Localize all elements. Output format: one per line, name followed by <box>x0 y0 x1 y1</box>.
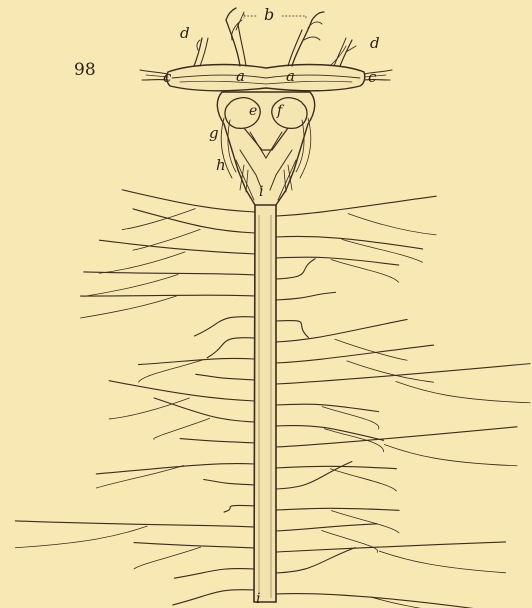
spinal-nerve <box>276 466 396 468</box>
spinal-nerve <box>276 345 434 363</box>
spinal-nerve <box>207 338 255 358</box>
spinal-nerve <box>331 511 399 533</box>
label-a-right: a <box>286 67 295 85</box>
spinal-nerve <box>109 398 189 419</box>
spinal-nerve <box>80 295 255 296</box>
spinal-nerve <box>139 360 203 382</box>
spinal-nerve <box>134 543 255 548</box>
label-e: e <box>249 103 257 119</box>
spinal-nerve <box>276 236 423 249</box>
spinal-nerve <box>154 398 255 422</box>
spinal-nerve <box>84 275 178 297</box>
spinal-nerve <box>379 551 505 573</box>
spinal-nerve <box>276 321 309 338</box>
brain-stem <box>217 92 314 205</box>
spinal-nerve <box>276 542 506 552</box>
label-c-right: c <box>368 68 377 86</box>
spinal-nerve <box>276 427 517 447</box>
spinal-nerve <box>194 317 255 336</box>
label-d-right: d <box>370 34 380 52</box>
spinal-nerve <box>396 382 530 403</box>
spinal-nerve <box>154 418 210 439</box>
label-i-top: i <box>259 184 263 200</box>
spinal-nerve <box>133 209 255 233</box>
label-a-left: a <box>236 67 245 85</box>
spinal-nerve <box>15 526 147 548</box>
d-nerves <box>194 38 356 66</box>
spinal-nerve <box>109 381 255 401</box>
spinal-nerve <box>173 590 255 605</box>
spinal-nerve <box>196 374 255 380</box>
spinal-nerve <box>96 464 255 474</box>
spinal-nerve <box>276 292 335 300</box>
spinal-nerve <box>99 252 185 273</box>
spinal-cord <box>254 205 276 602</box>
spinal-nerve <box>276 594 488 608</box>
b-branches <box>226 8 324 66</box>
spinal-nerve <box>134 547 201 569</box>
spinal-nerve <box>347 361 434 382</box>
spinal-nerve <box>174 569 255 579</box>
spinal-nerve <box>330 469 396 491</box>
spinal-nerve <box>15 521 255 527</box>
spinal-nerve <box>276 462 352 489</box>
spinal-nerve <box>99 240 255 254</box>
spinal-nerve <box>122 190 255 212</box>
label-b: b <box>264 5 274 24</box>
spinal-nerve <box>80 296 176 318</box>
spinal-nerve <box>348 214 436 235</box>
spinal-nerve <box>276 425 384 440</box>
label-h: h <box>216 156 226 174</box>
label-d-left: d <box>180 24 190 42</box>
label-i-bottom: i <box>256 591 260 607</box>
spinal-nerve <box>122 209 195 230</box>
label-c-left: c <box>163 68 172 86</box>
spinal-nerve <box>384 445 517 466</box>
figure-number: 98 <box>74 60 96 80</box>
spinal-nerve <box>276 319 407 342</box>
spinal-nerve <box>276 196 436 216</box>
spinal-nerve <box>276 259 315 279</box>
spinal-nerve <box>331 260 398 283</box>
spinal-nerve <box>96 465 183 487</box>
spinal-nerve <box>84 272 255 275</box>
spinal-nerve <box>133 229 200 250</box>
spinal-nerve <box>276 524 377 531</box>
spinal-nerve <box>276 364 530 384</box>
cerebral-ganglia <box>140 65 392 91</box>
spinal-nerve <box>204 480 255 485</box>
label-g: g <box>209 124 219 142</box>
spinal-nerve <box>180 439 255 443</box>
spinal-nerve <box>224 505 255 512</box>
spinal-nerve <box>276 508 399 510</box>
